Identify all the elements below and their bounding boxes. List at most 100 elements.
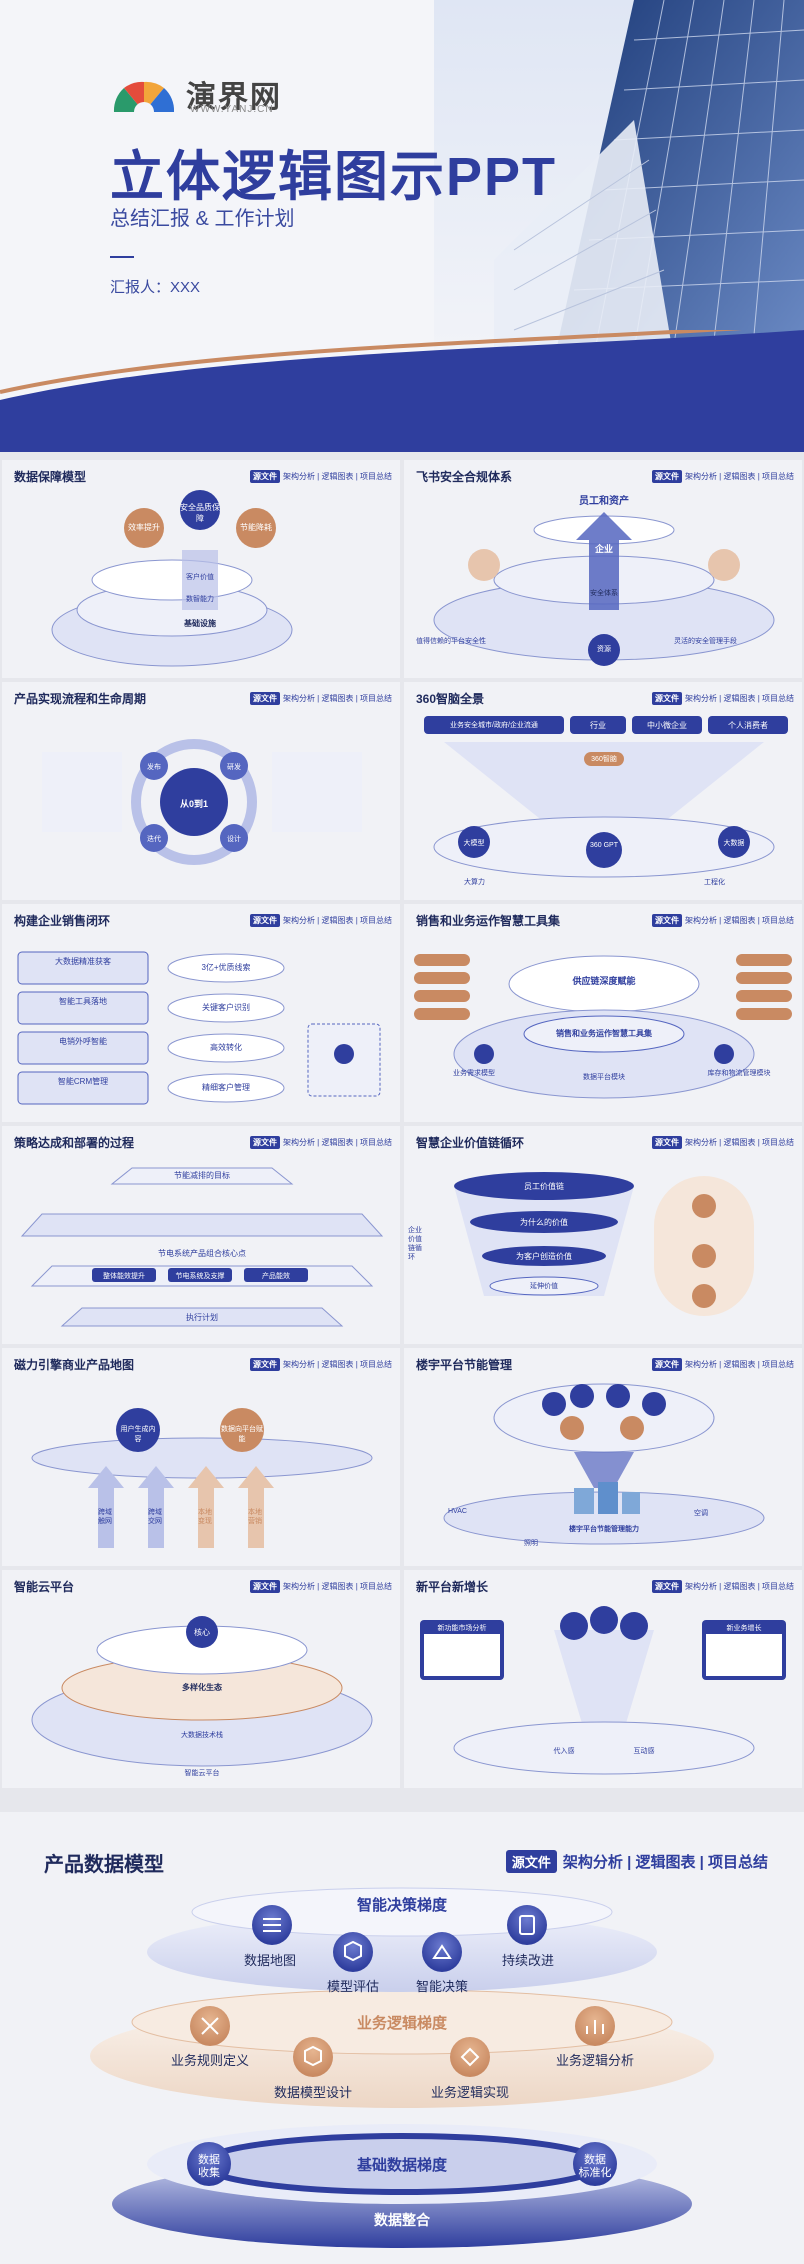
brain-label: 360智脑 <box>591 756 617 763</box>
source-badge: 源文件 <box>505 1850 557 1873</box>
slide-magnet-engine: 磁力引擎商业产品地图 用户生成内容 数据向平台赋能 跨域触网 跨域交网 本地变现… <box>2 1348 400 1566</box>
vertical-label: 企业价值链循环 <box>408 1227 422 1261</box>
core-label: 核心 <box>194 1628 210 1637</box>
diagram-layers <box>20 1167 384 1327</box>
slide-title: 新平台新增长 <box>416 1580 489 1594</box>
pill-label: 中小微企业 <box>647 721 687 730</box>
node-label: 发布 <box>147 764 161 771</box>
tag: 源文件架构分析 | 逻辑图表 | 项目总结 <box>249 1580 392 1593</box>
ring-label: 员工价值链 <box>524 1182 564 1191</box>
tier1-item: 持续改进 <box>501 1953 555 1968</box>
slide-sales-tools: 销售和业务运作智慧工具集 供应链深度赋能 销售和业务运作智慧工具集 数据平台模块… <box>404 904 802 1122</box>
ring-label: 数据平台模块 <box>583 1074 625 1081</box>
box-label: 整体能效提升 <box>103 1273 145 1280</box>
ring-label: 为什么的价值 <box>520 1218 568 1227</box>
tier2-item: 数据模型设计 <box>273 2085 353 2100</box>
slide-data-protection: 数据保障模型 安全品质保障 效率提升 节能降耗 客户价值 数智能力 基础设施 源… <box>2 460 400 678</box>
tier2-heading: 业务逻辑梯度 <box>356 2015 448 2032</box>
tier3-heading: 基础数据梯度 <box>356 2157 448 2174</box>
ring-label: 精细客户管理 <box>202 1083 250 1092</box>
side-label: 空调 <box>694 1510 708 1517</box>
screen-label: 新业务增长 <box>726 1625 762 1632</box>
diagram-ellipses <box>31 1616 373 1767</box>
box-label: 智能CRM管理 <box>57 1077 109 1086</box>
tag: 源文件架构分析 | 逻辑图表 | 项目总结 <box>651 1358 794 1371</box>
slide-lifecycle: 产品实现流程和生命周期 从0到1 发布 研发 设计 迭代 源文件架构分析 | 逻… <box>2 682 400 900</box>
diagram-dome <box>414 954 792 1099</box>
circle-label: 资源 <box>597 646 611 653</box>
tag: 源文件架构分析 | 逻辑图表 | 项目总结 <box>249 1136 392 1149</box>
tag: 源文件架构分析 | 逻辑图表 | 项目总结 <box>651 1580 794 1593</box>
circle-label: 大数据 <box>723 840 745 847</box>
tag: 源文件架构分析 | 逻辑图表 | 项目总结 <box>249 470 392 483</box>
ring-label: 互动感 <box>633 1748 655 1755</box>
logo-fan-icon <box>113 81 175 114</box>
arrow-label: 跨域触网 <box>98 1509 112 1525</box>
slide-title: 智能云平台 <box>14 1580 75 1594</box>
tag-text: 架构分析 | 逻辑图表 | 项目总结 <box>684 1360 794 1369</box>
circle-label: 用户生成内容 <box>120 1426 156 1443</box>
diagram-screens <box>420 1606 786 1775</box>
source-badge: 源文件 <box>651 1580 682 1593</box>
ring-label: 数智能力 <box>186 596 214 603</box>
tag-text: 架构分析 | 逻辑图表 | 项目总结 <box>684 694 794 703</box>
cover-wave <box>0 330 804 452</box>
side-label: 照明 <box>524 1540 538 1547</box>
logo: 演界网 <box>110 72 282 116</box>
tier1-item: 模型评估 <box>326 1979 380 1994</box>
source-badge: 源文件 <box>651 1358 682 1371</box>
foot-label: 灵活的安全管理手段 <box>674 638 737 645</box>
dome-label: 供应链深度赋能 <box>572 976 636 986</box>
slide-title: 智慧企业价值链循环 <box>416 1136 525 1150</box>
ring-label: 关键客户识别 <box>202 1003 250 1012</box>
node-label: 迭代 <box>147 836 161 843</box>
diagram-building <box>443 1383 765 1545</box>
ring-label: 延伸价值 <box>530 1283 558 1290</box>
side-label: HVAC <box>448 1508 467 1515</box>
diagram-cycle <box>42 739 362 865</box>
arrow-label: 本地营销 <box>248 1509 262 1525</box>
pill-label: 行业 <box>590 721 606 730</box>
tag-text: 架构分析 | 逻辑图表 | 项目总结 <box>684 1138 794 1147</box>
tier1-heading: 智能决策梯度 <box>356 1897 448 1914</box>
circle-label: 360 GPT <box>589 842 618 849</box>
diagram-rings <box>51 490 293 667</box>
tier2-item: 业务逻辑实现 <box>430 2085 510 2100</box>
tag-text: 架构分析 | 逻辑图表 | 项目总结 <box>282 472 392 481</box>
slide-title: 构建企业销售闭环 <box>14 914 111 928</box>
source-badge: 源文件 <box>651 1136 682 1149</box>
slide-strategy: 策略达成和部署的过程 节能减排的目标 节电系统产品组合核心点 整体能效提升 节电… <box>2 1126 400 1344</box>
ring-label: 安全体系 <box>590 590 618 597</box>
layer-label: 执行计划 <box>186 1313 218 1322</box>
cover-slide: 演界网 WWW.YANJ.CN 立体逻辑图示PPT 总结汇报 & 工作计划 汇报… <box>0 0 804 452</box>
pill-label: 业务安全城市/政府/企业流通 <box>450 722 538 729</box>
ring-label: 智能云平台 <box>184 1770 220 1777</box>
slide-360-brain: 360智脑全景 业务安全城市/政府/企业流通 行业 中小微企业 个人消费者 36… <box>404 682 802 900</box>
layer-label: 节能减排的目标 <box>174 1171 230 1180</box>
tag: 源文件架构分析 | 逻辑图表 | 项目总结 <box>651 1136 794 1149</box>
tag: 源文件 架构分析 | 逻辑图表 | 项目总结 <box>505 1850 768 1873</box>
arrow-label: 跨域交网 <box>148 1509 162 1525</box>
source-badge: 源文件 <box>249 1136 280 1149</box>
ring-label: 多样化生态 <box>182 1683 222 1692</box>
side-label: 库存和物流管理模块 <box>707 1070 771 1077</box>
tier3-bottom: 数据整合 <box>374 2212 430 2228</box>
foot-label: 工程化 <box>704 879 725 886</box>
ring-label: 大数据技术栈 <box>181 1732 223 1739</box>
diagram-arrows <box>31 1408 373 1548</box>
source-badge: 源文件 <box>249 914 280 927</box>
slide-title: 产品实现流程和生命周期 <box>14 692 147 706</box>
tag-text: 架构分析 | 逻辑图表 | 项目总结 <box>282 916 392 925</box>
slide-building-energy: 楼宇平台节能管理 楼宇平台节能管理能力 HVAC 照明 空调 源文件架构分析 |… <box>404 1348 802 1566</box>
node-label: 设计 <box>227 836 241 843</box>
slide-title: 数据保障模型 <box>14 470 87 484</box>
arrow-label: 企业 <box>594 544 613 554</box>
diagram-value-funnel <box>454 1172 754 1316</box>
box-label: 智能工具落地 <box>59 997 107 1006</box>
slide-title: 策略达成和部署的过程 <box>14 1136 135 1150</box>
tag-text: 架构分析 | 逻辑图表 | 项目总结 <box>562 1854 768 1871</box>
arrow-label: 本地变现 <box>198 1509 212 1525</box>
circle-label: 大模型 <box>463 840 485 847</box>
slide-smart-cloud: 智能云平台 核心 多样化生态 大数据技术栈 智能云平台 源文件架构分析 | 逻辑… <box>2 1570 400 1788</box>
source-badge: 源文件 <box>249 692 280 705</box>
